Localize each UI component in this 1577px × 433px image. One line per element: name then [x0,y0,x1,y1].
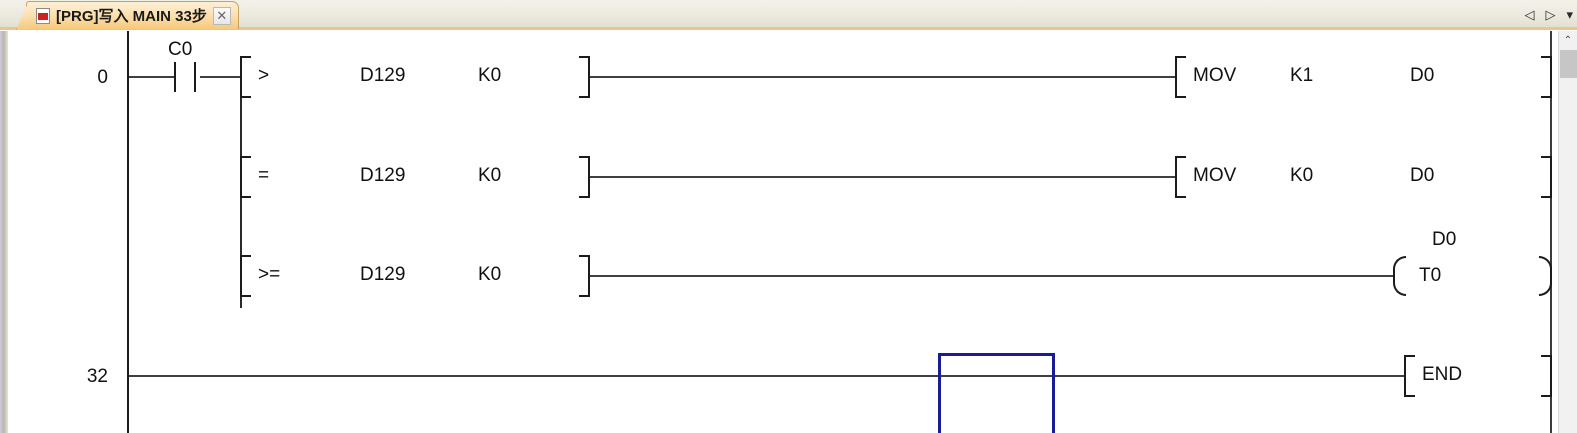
bracket-close-icon [579,156,590,198]
vertical-scrollbar[interactable]: ⌃ [1558,31,1577,433]
mov-destination: D0 [1410,165,1435,186]
contact-c0[interactable] [168,62,204,92]
tab-prg-main[interactable]: [PRG]写入 MAIN 33步 ✕ [26,1,239,29]
coil-right-arc-icon [1539,256,1552,296]
mov-opcode: MOV [1193,165,1237,186]
compare-operand-1: D129 [360,165,406,186]
chevron-left-icon[interactable]: ◁ [1524,6,1535,22]
bracket-close-icon [1541,156,1552,198]
end-opcode: END [1422,364,1463,385]
scrollbar-thumb[interactable] [1560,50,1577,78]
bracket-open-icon [1404,355,1415,397]
tab-bar-accent-line [0,27,1577,30]
compare-instruction-ge[interactable]: >= D129 K0 [240,255,590,297]
tab-label: [PRG]写入 MAIN 33步 [56,8,207,25]
compare-operator: > [258,65,270,86]
mov-instruction-2[interactable]: MOV K0 D0 [1175,156,1552,198]
close-icon[interactable]: ✕ [212,6,231,25]
compare-instruction-eq[interactable]: = D129 K0 [240,156,590,198]
bracket-open-icon [240,255,251,297]
wire-contact-to-branch [200,76,242,78]
bracket-close-icon [1541,355,1552,397]
coil-device: T0 [1419,265,1442,286]
program-file-icon [36,7,50,24]
left-gutter [0,31,8,433]
chevron-down-icon[interactable]: ▾ [1566,6,1573,22]
timer-coil-t0[interactable]: T0 [1393,256,1552,296]
compare-operator: >= [258,264,281,285]
wire-end-rung [129,375,1404,377]
bracket-open-icon [1175,56,1186,98]
ladder-canvas[interactable]: 0 C0 > D129 K0 MOV K1 D0 = [0,31,1577,433]
mov-opcode: MOV [1193,65,1237,86]
coil-left-arc-icon [1393,256,1406,296]
end-instruction[interactable]: END [1404,355,1552,397]
mov-instruction-1[interactable]: MOV K1 D0 [1175,56,1552,98]
tab-nav-controls: ◁ ▷ ▾ [1524,4,1573,24]
mov-source: K1 [1290,65,1314,86]
coil-preset-label: D0 [1432,229,1457,250]
editor-tab-bar: [PRG]写入 MAIN 33步 ✕ ◁ ▷ ▾ [0,0,1577,30]
compare-operand-2: K0 [478,165,502,186]
bracket-open-icon [240,156,251,198]
bracket-close-icon [579,56,590,98]
scroll-up-arrow-icon[interactable]: ⌃ [1559,31,1577,49]
contact-label-c0: C0 [168,39,193,60]
bracket-close-icon [1541,56,1552,98]
compare-operand-2: K0 [478,264,502,285]
compare-operand-1: D129 [360,264,406,285]
compare-operand-1: D129 [360,65,406,86]
wire-branch1-to-output [590,76,1175,78]
selection-cursor[interactable] [938,353,1055,433]
bracket-close-icon [579,255,590,297]
compare-instruction-gt[interactable]: > D129 K0 [240,56,590,98]
bracket-open-icon [240,56,251,98]
compare-operand-2: K0 [478,65,502,86]
wire-rail-to-contact [129,76,174,78]
left-power-rail [127,31,129,433]
step-number-0: 0 [97,67,108,88]
chevron-right-icon[interactable]: ▷ [1545,6,1556,22]
wire-branch3-to-coil [590,275,1393,277]
right-power-rail [1550,31,1552,433]
step-number-32: 32 [86,366,108,387]
mov-destination: D0 [1410,65,1435,86]
mov-source: K0 [1290,165,1314,186]
wire-branch2-to-output [590,176,1175,178]
compare-operator: = [258,165,270,186]
bracket-open-icon [1175,156,1186,198]
